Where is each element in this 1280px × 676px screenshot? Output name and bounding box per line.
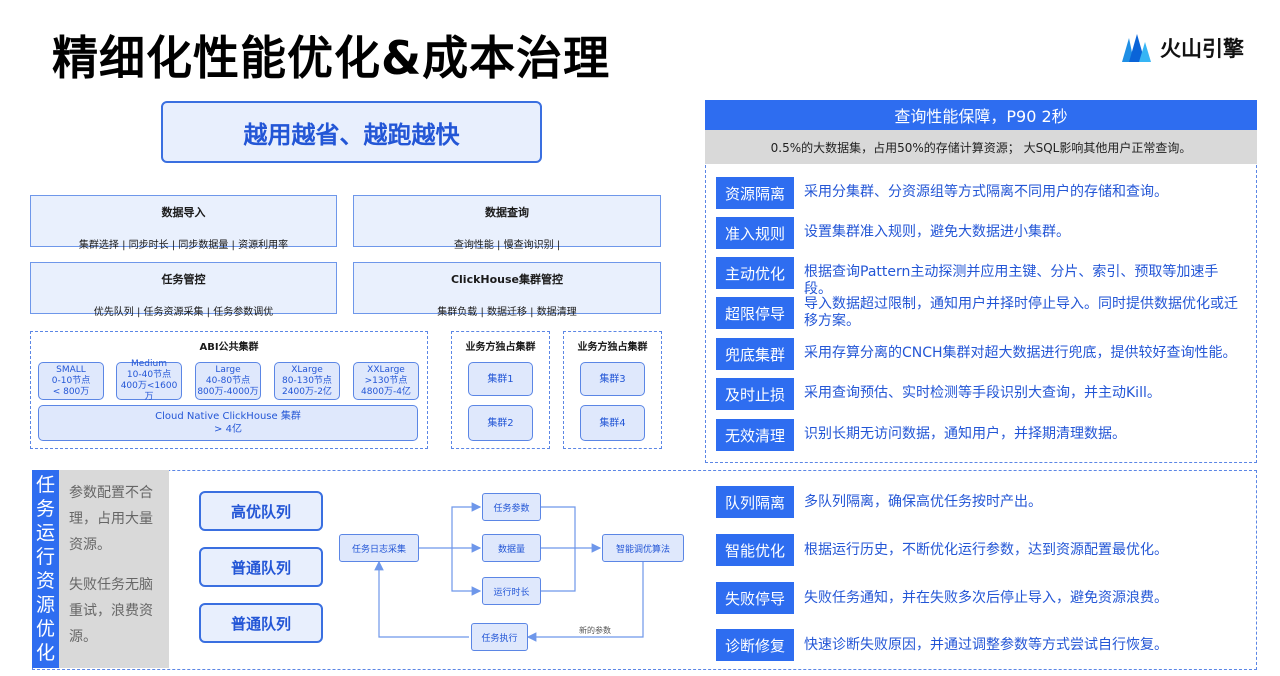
cluster-node-small: SMALL 0-10节点 < 800万 bbox=[38, 362, 104, 400]
exclusive-cluster-title: 业务方独占集群 bbox=[465, 342, 536, 353]
desc-smart-optimization: 根据运行历史，不断优化运行参数，达到资源配置最优化。 bbox=[804, 542, 1168, 558]
module-task-control: 任务管控 优先队列 | 任务资源采集 | 任务参数调优 bbox=[30, 262, 337, 318]
page-title: 精细化性能优化&成本治理 bbox=[52, 31, 611, 85]
tag-diagnose-repair: 诊断修复 bbox=[716, 629, 794, 661]
tag-stop-loss: 及时止损 bbox=[716, 378, 794, 410]
desc-invalid-cleanup: 识别长期无访问数据，通知用户，并择期清理数据。 bbox=[804, 426, 1126, 442]
volcano-logo-icon bbox=[1122, 34, 1151, 62]
cluster-1: 集群1 bbox=[468, 362, 533, 396]
flow-label-new-params: 新的参数 bbox=[579, 626, 611, 635]
module-title: ClickHouse集群管控 bbox=[450, 273, 564, 286]
cluster-4: 集群4 bbox=[580, 405, 645, 441]
desc-resource-isolation: 采用分集群、分资源组等方式隔离不同用户的存储和查询。 bbox=[804, 184, 1168, 200]
cluster-node-large: Large 40-80节点 800万-4000万 bbox=[195, 362, 261, 400]
slogan-banner: 越用越省、越跑越快 bbox=[161, 101, 542, 163]
flow-node-log-collect: 任务日志采集 bbox=[339, 534, 419, 562]
problem-text-2: 失败任务无脑重试，浪费资源。 bbox=[69, 577, 153, 645]
desc-active-optimization: 根据查询Pattern主动探测并应用主键、分片、索引、预取等加速手段。 bbox=[804, 264, 1219, 297]
flow-node-tuning-algorithm: 智能调优算法 bbox=[602, 534, 684, 562]
desc-overlimit-stop: 导入数据超过限制，通知用户并择时停止导入。同时提供数据优化或迁移方案。 bbox=[804, 296, 1238, 329]
node-range: 10-40节点 bbox=[126, 370, 172, 380]
task-section-vertical-title: 任务运行资源优化 bbox=[32, 470, 59, 668]
desc-queue-isolation: 多队列隔离，确保高优任务按时产出。 bbox=[804, 494, 1042, 510]
node-range: 80-130节点 bbox=[282, 375, 332, 386]
node-range: 40-80节点 bbox=[205, 375, 251, 386]
module-title: 数据查询 bbox=[485, 206, 529, 219]
queue-normal-1: 普通队列 bbox=[199, 547, 323, 587]
task-problem-box: 参数配置不合理，占用大量资源。 失败任务无脑重试，浪费资源。 bbox=[59, 470, 169, 668]
module-title: 任务管控 bbox=[161, 273, 206, 286]
tag-admission-rules: 准入规则 bbox=[716, 217, 794, 249]
node-size: < 800万 bbox=[52, 386, 90, 397]
node-size: 2400万-2亿 bbox=[282, 386, 332, 397]
problem-text-1: 参数配置不合理，占用大量资源。 bbox=[69, 485, 153, 553]
cloud-cluster-name: Cloud Native ClickHouse 集群 bbox=[155, 411, 301, 422]
tag-fallback-cluster: 兜底集群 bbox=[716, 338, 794, 370]
tag-active-optimization: 主动优化 bbox=[716, 257, 794, 289]
cloud-cluster-size: > 4亿 bbox=[214, 424, 242, 435]
module-data-query: 数据查询 查询性能 | 慢查询识别 | bbox=[353, 195, 661, 251]
node-name: Medium bbox=[131, 359, 167, 369]
tag-queue-isolation: 队列隔离 bbox=[716, 486, 794, 518]
cluster-2: 集群2 bbox=[468, 405, 533, 441]
tag-overlimit-stop: 超限停导 bbox=[716, 297, 794, 329]
module-subtitle: 优先队列 | 任务资源采集 | 任务参数调优 bbox=[93, 307, 274, 318]
tag-resource-isolation: 资源隔离 bbox=[716, 177, 794, 209]
module-title: 数据导入 bbox=[161, 206, 206, 219]
brand-name: 火山引擎 bbox=[1160, 37, 1244, 61]
flow-node-task-exec: 任务执行 bbox=[471, 623, 528, 651]
brand-logo: 火山引擎 bbox=[1120, 32, 1244, 64]
node-size: 4800万-4亿 bbox=[361, 386, 411, 397]
node-name: Large bbox=[215, 364, 241, 375]
node-size: 800万-4000万 bbox=[197, 386, 259, 397]
node-name: XLarge bbox=[291, 364, 323, 375]
module-subtitle: 集群选择 | 同步时长 | 同步数据量 | 资源利用率 bbox=[78, 240, 289, 251]
cloud-native-cluster: Cloud Native ClickHouse 集群 > 4亿 bbox=[38, 405, 418, 441]
desc-stop-loss: 采用查询预估、实时检测等手段识别大查询，并主动Kill。 bbox=[804, 385, 1161, 401]
node-size: 400万<1600万 bbox=[120, 381, 178, 402]
flow-node-task-params: 任务参数 bbox=[482, 493, 541, 521]
desc-fallback-cluster: 采用存算分离的CNCH集群对超大数据进行兜底，提供较好查询性能。 bbox=[804, 345, 1237, 361]
tag-invalid-cleanup: 无效清理 bbox=[716, 419, 794, 451]
cluster-node-xlarge: XLarge 80-130节点 2400万-2亿 bbox=[274, 362, 340, 400]
tag-failure-stop: 失败停导 bbox=[716, 582, 794, 614]
node-name: XXLarge bbox=[367, 364, 405, 375]
module-subtitle: 查询性能 | 慢查询识别 | bbox=[453, 240, 561, 251]
queue-high-priority: 高优队列 bbox=[199, 491, 323, 531]
module-subtitle: 集群负载 | 数据迁移 | 数据清理 bbox=[437, 307, 577, 318]
cluster-3: 集群3 bbox=[580, 362, 645, 396]
node-range: 0-10节点 bbox=[51, 375, 91, 386]
query-panel-header: 查询性能保障，P90 2秒 bbox=[705, 100, 1257, 130]
abi-cluster-title: ABI公共集群 bbox=[199, 342, 259, 353]
desc-admission-rules: 设置集群准入规则，避免大数据进小集群。 bbox=[804, 224, 1070, 240]
desc-diagnose-repair: 快速诊断失败原因，并通过调整参数等方式尝试自行恢复。 bbox=[804, 637, 1168, 653]
queue-normal-2: 普通队列 bbox=[199, 603, 323, 643]
cluster-node-medium: Medium 10-40节点 400万<1600万 bbox=[116, 359, 182, 402]
module-data-import: 数据导入 集群选择 | 同步时长 | 同步数据量 | 资源利用率 bbox=[30, 195, 337, 251]
exclusive-cluster-title: 业务方独占集群 bbox=[577, 342, 648, 353]
node-name: SMALL bbox=[56, 364, 86, 375]
flow-node-data-volume: 数据量 bbox=[482, 534, 541, 562]
query-panel-note: 0.5%的大数据集，占用50%的存储计算资源； 大SQL影响其他用户正常查询。 bbox=[705, 130, 1257, 164]
flow-node-runtime: 运行时长 bbox=[482, 577, 541, 605]
desc-failure-stop: 失败任务通知，并在失败多次后停止导入，避免资源浪费。 bbox=[804, 590, 1168, 606]
node-range: >130节点 bbox=[364, 375, 408, 386]
module-clickhouse-control: ClickHouse集群管控 集群负载 | 数据迁移 | 数据清理 bbox=[353, 262, 661, 318]
tag-smart-optimization: 智能优化 bbox=[716, 534, 794, 566]
cluster-node-xxlarge: XXLarge >130节点 4800万-4亿 bbox=[353, 362, 419, 400]
